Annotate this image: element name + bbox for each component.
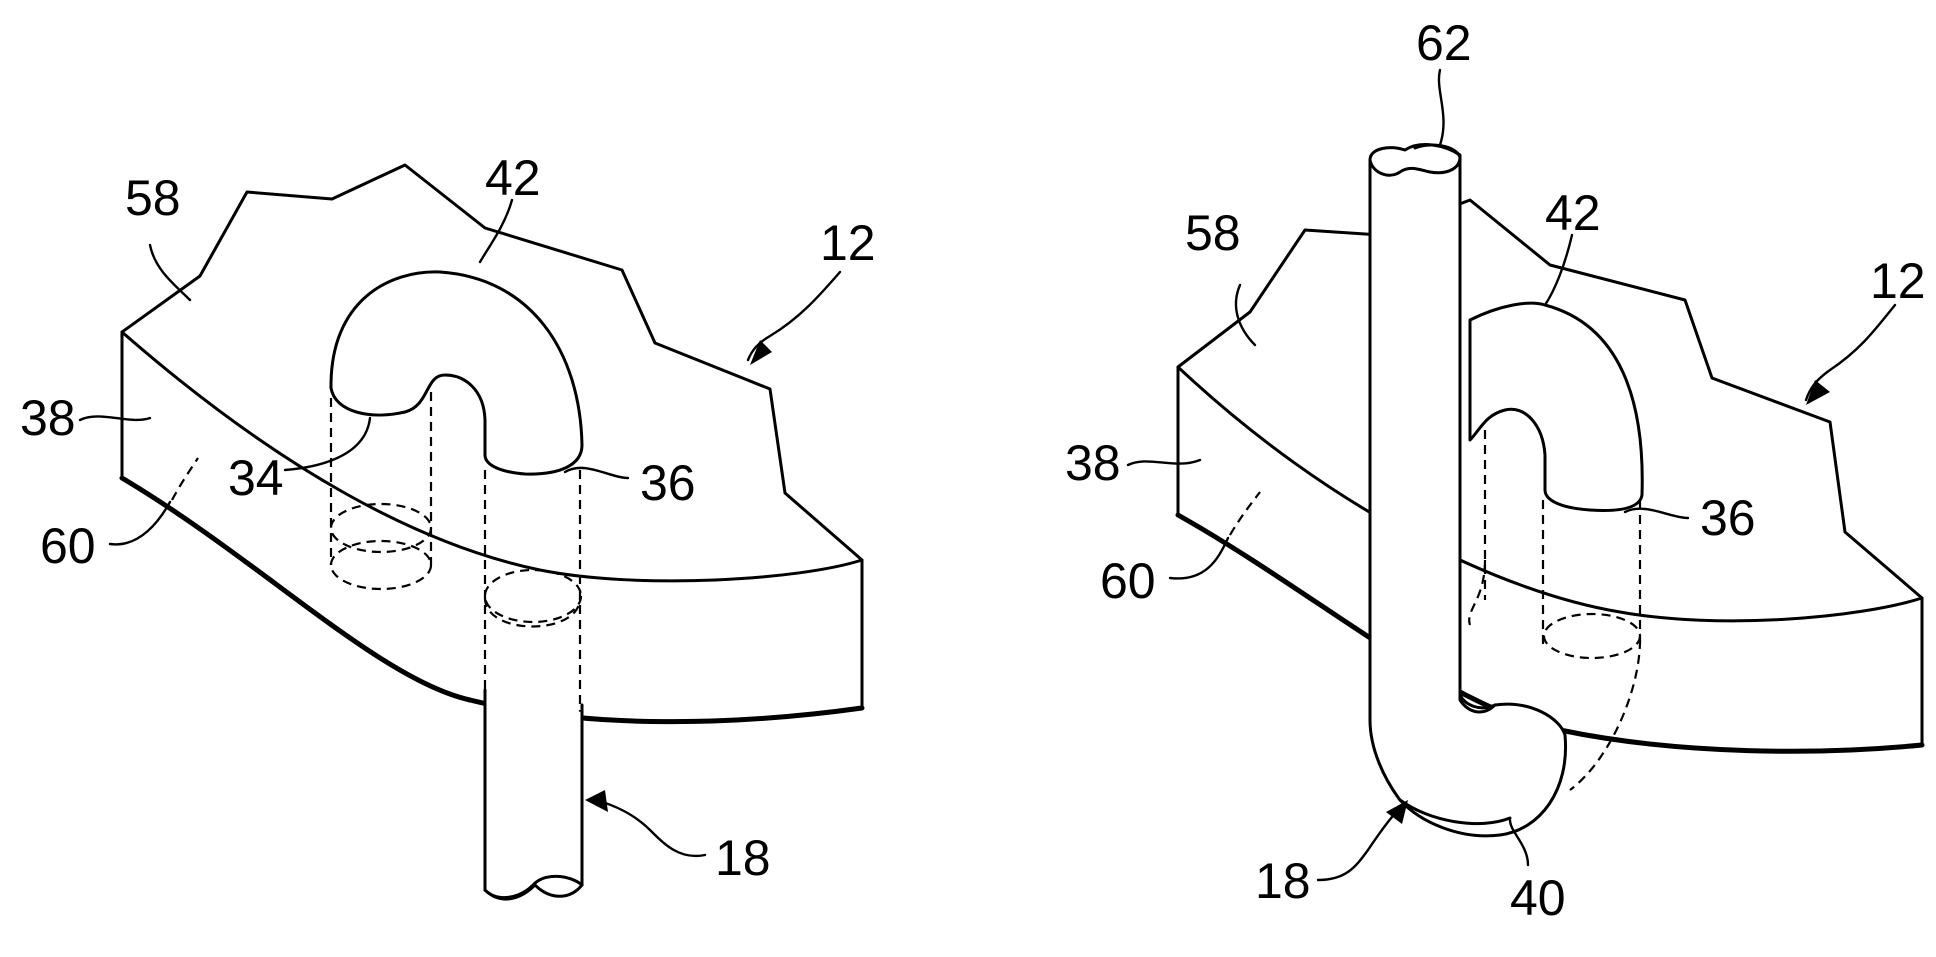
left-label-58: 58 <box>125 170 181 226</box>
left-leader-60 <box>110 502 170 544</box>
figure-left: 58 42 12 38 34 36 60 18 <box>20 150 876 899</box>
figure-right: 62 58 42 12 38 36 60 18 40 <box>1065 15 1926 926</box>
right-label-38: 38 <box>1065 435 1121 491</box>
left-label-42: 42 <box>485 150 541 206</box>
right-label-42: 42 <box>1545 185 1601 241</box>
right-label-18: 18 <box>1255 853 1311 909</box>
left-rod <box>485 690 582 899</box>
left-arrow-18-head <box>585 790 608 812</box>
right-leader-62 <box>1439 70 1444 145</box>
left-label-12: 12 <box>820 215 876 271</box>
right-label-36: 36 <box>1700 490 1756 546</box>
right-label-40: 40 <box>1510 870 1566 926</box>
right-label-62: 62 <box>1416 15 1472 71</box>
right-label-12: 12 <box>1870 253 1926 309</box>
left-label-36: 36 <box>640 455 696 511</box>
right-label-58: 58 <box>1185 205 1241 261</box>
left-label-38: 38 <box>20 390 76 446</box>
left-label-60: 60 <box>40 518 96 574</box>
right-label-60: 60 <box>1100 553 1156 609</box>
right-arrow-18-shaft <box>1318 808 1400 880</box>
left-label-18: 18 <box>715 830 771 886</box>
left-label-34: 34 <box>228 450 284 506</box>
right-leader-60 <box>1170 538 1228 578</box>
left-arrow-18-shaft <box>595 800 705 856</box>
